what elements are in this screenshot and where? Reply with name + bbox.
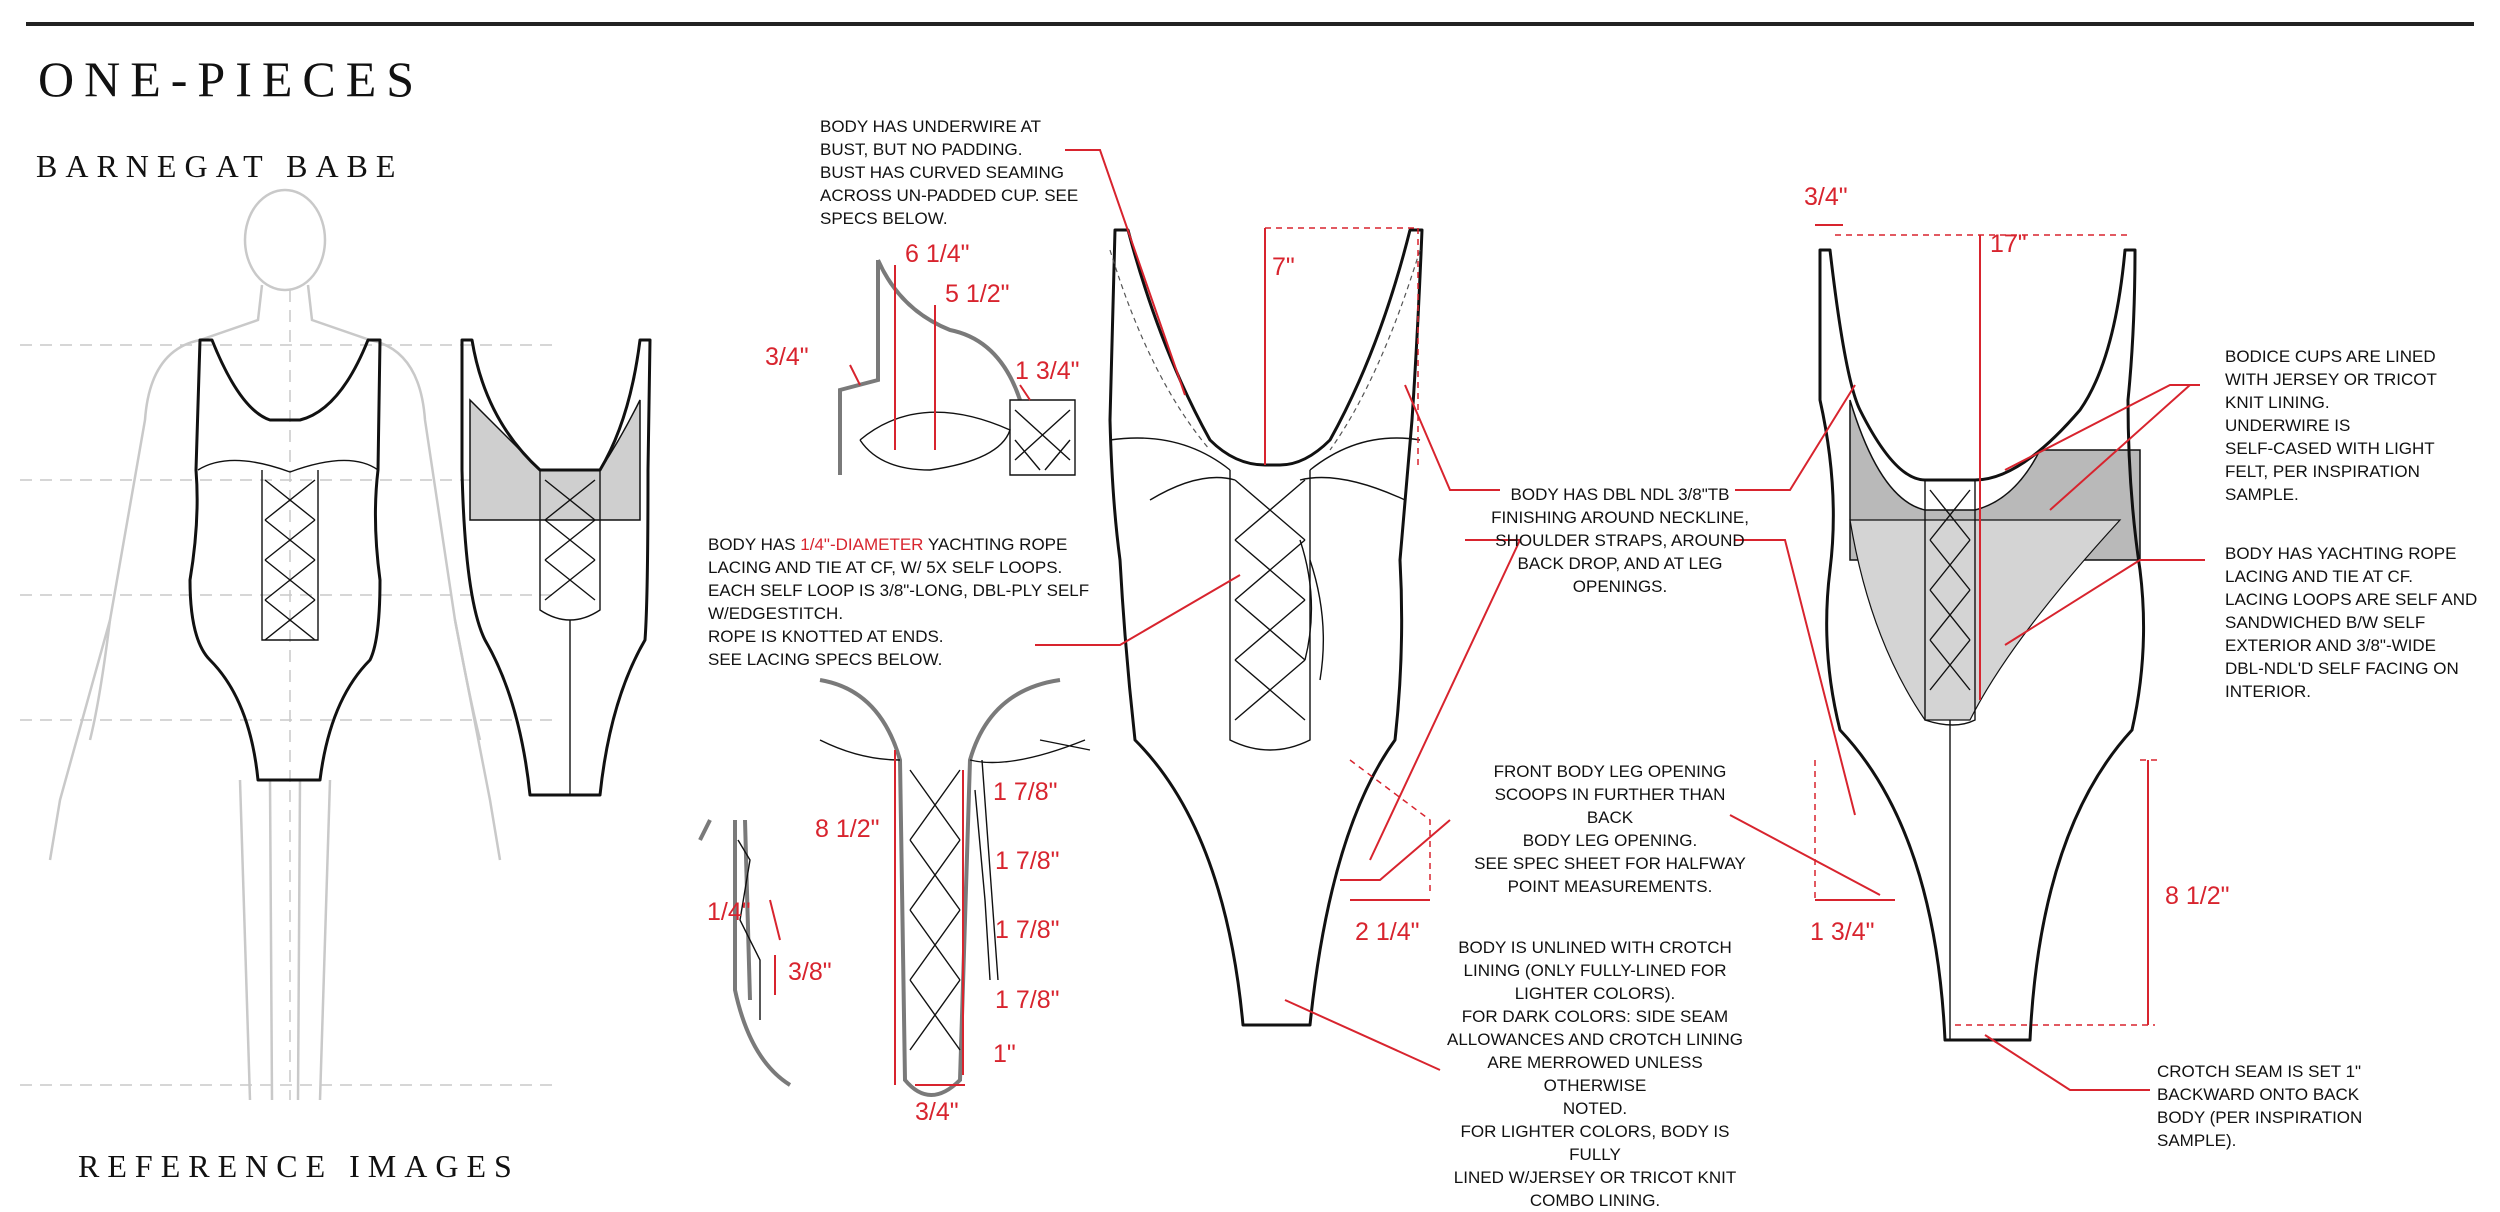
note-rope-rest: YACHTING ROPE LACING AND TIE AT CF, W/ 5…	[708, 535, 1090, 669]
dim-front-7: 7"	[1272, 253, 1295, 281]
note-yachting-back: BODY HAS YACHTING ROPE LACING AND TIE AT…	[2225, 544, 2478, 701]
note-bodice-cups: BODICE CUPS ARE LINED WITH JERSEY OR TRI…	[2225, 347, 2437, 504]
dim-cup-1-3-4: 1 3/4"	[1015, 357, 1080, 385]
small-back-view	[460, 338, 652, 797]
dim-cup-6-1-4: 6 1/4"	[905, 240, 970, 268]
dim-loop-3-8: 3/8"	[788, 958, 832, 986]
style-name: BARNEGAT BABE	[36, 148, 404, 184]
note-rope-lacing: BODY HAS 1/4"-DIAMETER YACHTING ROPE LAC…	[708, 533, 1089, 671]
dim-back-3-4: 3/4"	[1804, 183, 1848, 211]
large-front-view	[1108, 227, 1431, 1027]
dim-back-leg-1-3-4: 1 3/4"	[1810, 918, 1875, 946]
dim-loop-1-4: 1/4"	[707, 898, 751, 926]
dim-front-leg-2-1-4: 2 1/4"	[1355, 918, 1420, 946]
note-leg-opening: FRONT BODY LEG OPENING SCOOPS IN FURTHER…	[1474, 762, 1746, 896]
dim-back-8-1-2: 8 1/2"	[2165, 882, 2230, 910]
top-rule	[26, 22, 2474, 26]
note-rope-prefix: BODY HAS	[708, 535, 801, 554]
reference-croquis	[20, 188, 560, 1101]
dim-cup-3-4: 3/4"	[765, 343, 809, 371]
page-title: ONE-PIECES	[38, 51, 425, 107]
dim-lace-1-7-8-b: 1 7/8"	[995, 847, 1060, 875]
note-underwire: BODY HAS UNDERWIRE AT BUST, BUT NO PADDI…	[820, 117, 1079, 228]
small-front-view	[188, 338, 382, 782]
note-unlined-body: BODY IS UNLINED WITH CROTCH LINING (ONLY…	[1447, 938, 1743, 1210]
note-rope-diameter: 1/4"-DIAMETER	[800, 535, 924, 554]
loop-detail	[698, 819, 792, 1087]
note-dbl-ndl-finishing: BODY HAS DBL NDL 3/8"TB FINISHING AROUND…	[1491, 485, 1749, 596]
dim-lace-1-7-8-c: 1 7/8"	[995, 916, 1060, 944]
dim-lace-1-7-8-d: 1 7/8"	[995, 986, 1060, 1014]
dim-lace-1: 1"	[993, 1040, 1016, 1068]
dim-cup-5-1-2: 5 1/2"	[945, 280, 1010, 308]
dim-back-17: 17"	[1990, 230, 2027, 258]
note-crotch-seam: CROTCH SEAM IS SET 1" BACKWARD ONTO BACK…	[2157, 1062, 2363, 1150]
reference-images-label: REFERENCE IMAGES	[78, 1148, 520, 1184]
dim-lace-8-1-2: 8 1/2"	[815, 815, 880, 843]
lacing-detail	[819, 678, 1091, 1097]
dim-lace-3-4: 3/4"	[915, 1098, 959, 1126]
leader-lines	[1035, 149, 2205, 1091]
cup-detail	[838, 259, 1076, 476]
dim-lace-1-7-8-a: 1 7/8"	[993, 778, 1058, 806]
